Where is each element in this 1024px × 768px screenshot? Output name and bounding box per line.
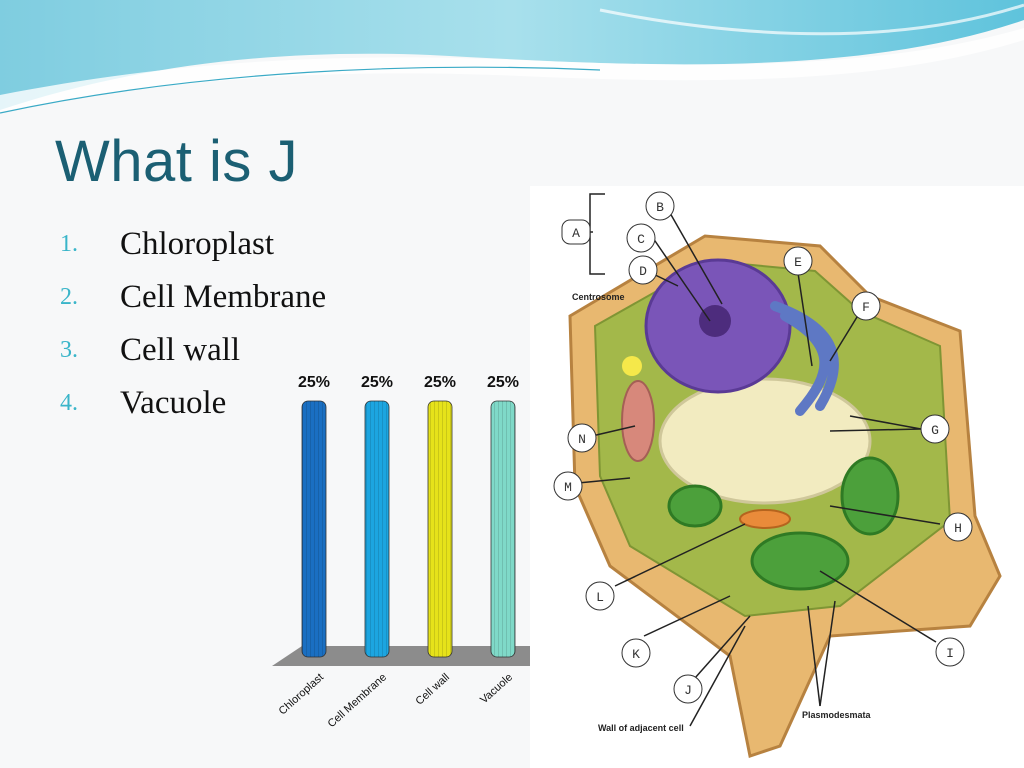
endoplasmic-reticulum-shape [770, 301, 839, 416]
svg-text:N: N [578, 432, 586, 447]
answer-option-2[interactable]: 2. Cell Membrane [60, 271, 326, 324]
bar-texture [428, 401, 452, 657]
centrosome-shape [622, 356, 642, 376]
data-label: 25% [487, 374, 519, 391]
slide-title: What is J [55, 129, 298, 194]
svg-text:C: C [637, 232, 645, 247]
diagram-label-m: M [553, 471, 583, 501]
svg-text:H: H [954, 521, 962, 536]
diagram-label-n: N [567, 423, 597, 453]
option-label: Vacuole [120, 385, 227, 421]
diagram-label-e: E [783, 246, 813, 276]
data-label: 25% [298, 374, 330, 391]
svg-text:K: K [632, 647, 640, 662]
svg-text:M: M [564, 480, 572, 495]
bar-texture [491, 401, 515, 657]
chloroplast-shape [750, 531, 850, 591]
bar-texture [365, 401, 389, 657]
chart-bars [301, 400, 516, 658]
chloroplast-shape [667, 484, 723, 528]
adjacent-wall-caption: Wall of adjacent cell [598, 723, 684, 733]
diagram-label-b: B [645, 191, 675, 221]
diagram-label-d: D [628, 255, 658, 285]
category-label: Cell wall [414, 671, 452, 707]
diagram-label-f: F [851, 291, 881, 321]
svg-text:F: F [862, 300, 870, 315]
diagram-label-h: H [943, 512, 973, 542]
diagram-label-l: L [585, 581, 615, 611]
answer-option-1[interactable]: 1. Chloroplast [60, 218, 326, 271]
category-label: Cell Membrane [326, 671, 389, 730]
option-label: Cell wall [120, 332, 241, 368]
option-number: 4. [60, 390, 78, 416]
answer-options-list: 1. Chloroplast 2. Cell Membrane 3. Cell … [60, 218, 326, 430]
bar-texture [302, 401, 326, 657]
option-number: 2. [60, 284, 78, 310]
svg-text:G: G [931, 423, 939, 438]
option-label: Chloroplast [120, 226, 274, 262]
answer-option-4[interactable]: 4. Vacuole [60, 377, 326, 430]
svg-text:J: J [684, 683, 692, 698]
vacuole-shape [658, 377, 872, 505]
chart-data-labels: 25% 25% 25% 25% [298, 374, 519, 391]
svg-text:E: E [794, 255, 802, 270]
svg-text:L: L [596, 590, 604, 605]
svg-text:I: I [946, 646, 954, 661]
header-wave-decoration [0, 0, 1024, 114]
option-number: 3. [60, 337, 78, 363]
centrosome-caption: Centrosome [572, 292, 625, 302]
option-number: 1. [60, 231, 78, 257]
diagram-label-a: A [561, 219, 591, 245]
diagram-label-i: I [935, 637, 965, 667]
mitochondrion-shape [621, 380, 655, 462]
option-label: Cell Membrane [120, 279, 327, 315]
svg-text:D: D [639, 264, 647, 279]
svg-text:B: B [656, 200, 664, 215]
svg-text:A: A [572, 226, 580, 241]
diagram-label-g: G [920, 414, 950, 444]
diagram-label-j: J [673, 674, 703, 704]
chloroplast-shape [840, 456, 900, 536]
data-label: 25% [424, 374, 456, 391]
diagram-label-c: C [626, 223, 656, 253]
golgi-shape [739, 509, 791, 529]
category-label: Chloroplast [277, 671, 326, 717]
answer-option-3[interactable]: 3. Cell wall [60, 324, 326, 377]
data-label: 25% [361, 374, 393, 391]
diagram-label-k: K [621, 638, 651, 668]
plasmodesmata-caption: Plasmodesmata [802, 710, 872, 720]
nucleolus-shape [699, 305, 731, 337]
chart-floor [272, 646, 538, 666]
category-label: Vacuole [478, 671, 515, 706]
plant-cell-diagram: A B C D E F G H I J K L M N Centrosome P… [530, 186, 1024, 768]
